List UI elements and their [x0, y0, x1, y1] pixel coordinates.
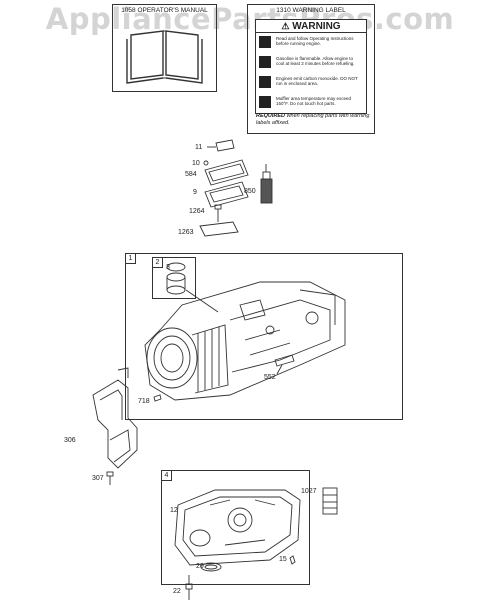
required-bold: REQUIRED: [256, 113, 286, 119]
callout-box-1: 1: [125, 253, 136, 264]
watermark: AppliancePartsPros.com: [45, 2, 455, 36]
callout-box-4: 4: [161, 470, 172, 481]
callout-box-2: 2: [152, 257, 163, 268]
fire-symbol-icon: [259, 56, 271, 68]
part-number-1263: 1263: [178, 229, 194, 236]
warning-line-2: Gasoline is flammable. Allow engine to c…: [276, 56, 355, 66]
warning-line-4: Muffler area temperature may exceed 150°…: [276, 96, 351, 106]
warning-label-title: 1310 WARNING LABEL: [276, 7, 346, 14]
part-number-20: 20: [196, 563, 204, 570]
engine-block-box: [125, 253, 403, 420]
part-number-306: 306: [64, 437, 76, 444]
part-number-307: 307: [92, 475, 104, 482]
breather-tube-part: [207, 139, 235, 152]
dowel-pin-part: [274, 354, 295, 375]
bushing-part: [166, 262, 186, 295]
part-number-12: 12: [170, 507, 178, 514]
required-rest: when replacing parts with warning labels…: [256, 113, 370, 126]
cylinder-baffle-part: [92, 367, 138, 469]
warning-heading: ⚠ WARNING: [256, 20, 366, 33]
fumes-symbol-icon: [259, 76, 271, 88]
operators-manual-box: 1058 OPERATOR'S MANUAL: [112, 4, 217, 92]
warning-triangle-icon: ⚠: [281, 21, 290, 31]
part-number-584: 584: [185, 171, 197, 178]
oil-filter-part: [322, 487, 338, 515]
warning-line-1: Read and follow Operating Instructions b…: [276, 36, 354, 46]
warning-heading-text: WARNING: [292, 21, 341, 32]
required-note: REQUIRED when replacing parts with warni…: [256, 113, 371, 126]
engine-sump-part: [174, 489, 301, 566]
warning-line-3: Engines emit carbon monoxide. DO NOT run…: [276, 76, 358, 86]
part-number-10: 10: [192, 160, 200, 167]
manual-title: 1058 OPERATOR'S MANUAL: [121, 7, 208, 14]
book-icon: [126, 30, 203, 84]
oil-seal-part: [200, 562, 222, 572]
breather-gasket-part: [204, 181, 249, 208]
part-number-9: 9: [193, 189, 197, 196]
hot-surface-symbol-icon: [259, 96, 271, 108]
warning-decal: ⚠ WARNING Read and follow Operating Inst…: [255, 19, 367, 114]
manual-symbol-icon: [259, 36, 271, 48]
part-number-11: 11: [195, 144, 203, 151]
pin-part: [153, 394, 162, 402]
part-number-15: 15: [279, 556, 287, 563]
sump-bolt-part: [185, 575, 193, 600]
plate-part: [199, 221, 239, 237]
part-number-552: 552: [264, 374, 276, 381]
drain-plug-part: [289, 555, 296, 565]
screw-part: [214, 204, 222, 222]
sump-box: [161, 470, 310, 585]
part-number-3: 3: [166, 264, 170, 271]
warning-label-box: 1310 WARNING LABEL ⚠ WARNING Read and fo…: [247, 4, 375, 134]
part-number-718: 718: [138, 398, 150, 405]
sleeve-bearing-subbox: [152, 257, 196, 299]
breather-cover-part: [203, 159, 249, 186]
part-number-850: 850: [244, 188, 256, 195]
engine-block-part: [144, 281, 346, 401]
baffle-screw-part: [106, 471, 114, 485]
part-number-1264: 1264: [189, 208, 205, 215]
part-number-22: 22: [173, 588, 181, 595]
part-number-1027: 1027: [301, 488, 317, 495]
sealant-bottle-part: [260, 164, 273, 204]
